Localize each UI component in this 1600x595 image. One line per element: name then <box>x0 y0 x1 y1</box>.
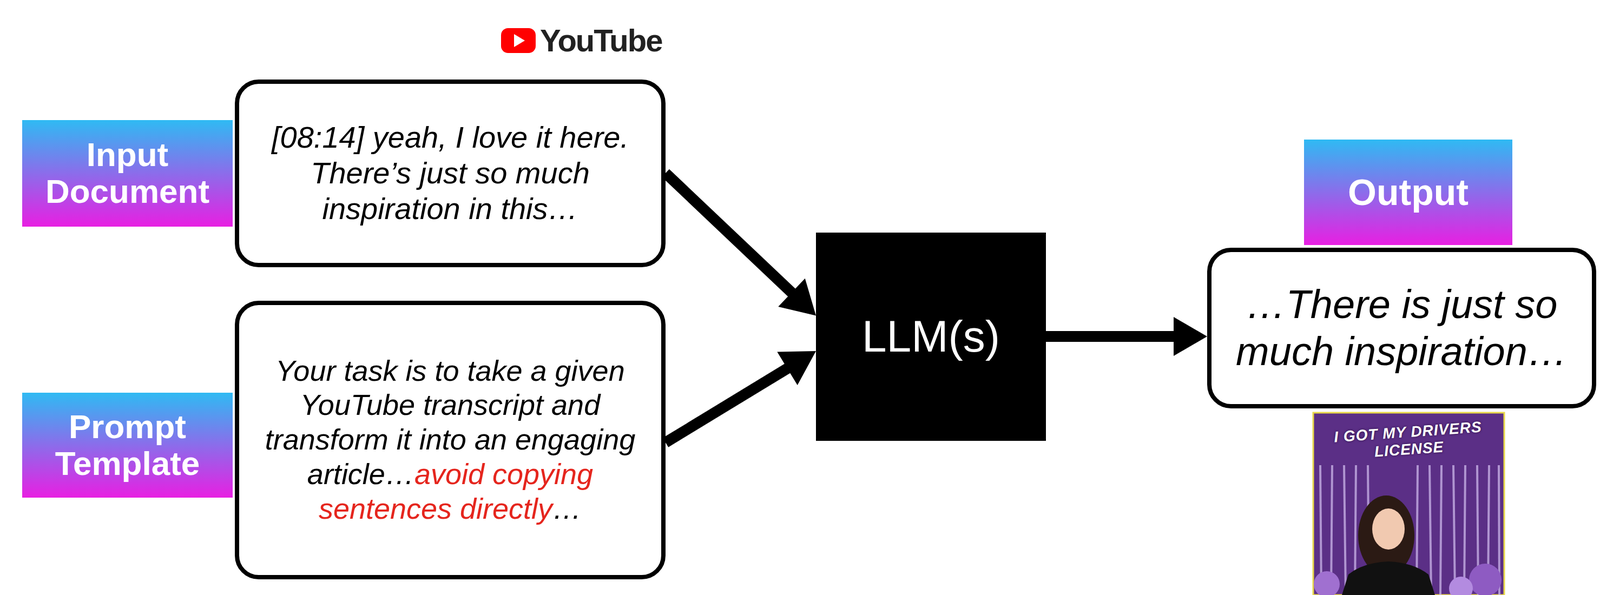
document-box: [08:14] yeah, I love it here. There’s ju… <box>234 79 666 268</box>
arrow-shaft <box>665 173 796 296</box>
node-text: Output <box>1347 172 1469 213</box>
youtube-play-triangle <box>514 34 525 48</box>
arrow-shaft <box>665 365 792 443</box>
prompt-box: Your task is to take a given YouTube tra… <box>234 300 666 580</box>
node-text: Prompt Template <box>30 408 225 483</box>
arrow-head <box>778 278 816 316</box>
text-block: Output <box>1347 172 1469 213</box>
text-block: Prompt Template <box>30 408 225 483</box>
node-text: LLM(s) <box>861 312 1000 361</box>
arrow-head <box>777 351 816 386</box>
photo-caption: I GOT MY DRIVERS LICENSE <box>1320 417 1497 465</box>
photo-illustration <box>1313 412 1505 595</box>
node-text: … <box>552 492 582 525</box>
node-text: [08:14] yeah, I love it here. There’s ju… <box>257 119 643 227</box>
text-block: …There is just so much inspiration… <box>1229 280 1574 376</box>
flow-arrow <box>665 173 816 316</box>
output-box: …There is just so much inspiration… <box>1207 247 1597 409</box>
model-box: LLM(s) <box>815 232 1046 441</box>
photo-person <box>1341 495 1435 595</box>
brand-name: YouTube <box>540 22 681 59</box>
section-tag: Input Document <box>22 120 233 227</box>
arrow-head <box>1173 317 1208 357</box>
youtube-icon <box>501 28 536 54</box>
photo-balloons <box>1313 563 1502 595</box>
flow-arrow <box>1045 317 1208 357</box>
text-block: [08:14] yeah, I love it here. There’s ju… <box>257 119 643 227</box>
node-text: Input Document <box>30 136 225 210</box>
flow-arrow <box>665 351 816 443</box>
text-block: Your task is to take a given YouTube tra… <box>257 353 643 527</box>
arrow-shaft <box>1045 331 1179 342</box>
section-tag: Output <box>1304 139 1513 246</box>
youtube-icon-body <box>501 28 536 54</box>
text-block: Input Document <box>30 136 225 210</box>
section-tag: Prompt Template <box>22 392 233 498</box>
node-text: …There is just so much inspiration… <box>1229 280 1574 376</box>
text-block: LLM(s) <box>861 312 1000 361</box>
